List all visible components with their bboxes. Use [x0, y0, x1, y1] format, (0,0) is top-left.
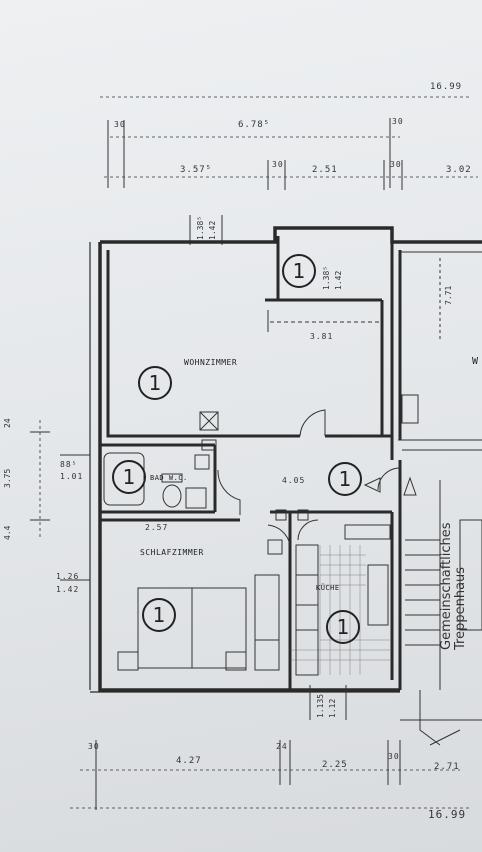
dim-kitchen-win-h: 1.12 [328, 698, 337, 718]
dim-left-bath-w: 88⁵ [60, 460, 78, 469]
dim-living-width: 3.81 [310, 332, 334, 341]
dim-left-bed-h: 1.42 [56, 585, 80, 594]
dim-window-h-2: 1.42 [334, 270, 343, 290]
marker-living: 1 [138, 366, 172, 400]
dim-room-right-h: 7.71 [444, 285, 453, 305]
dim-bottom-wall-3: 30 [388, 752, 400, 761]
room-label-bedroom: SCHLAFZIMMER [140, 548, 204, 557]
dim-top-seg-2: 2.51 [312, 165, 338, 175]
dim-bed-width: 2.57 [145, 523, 169, 532]
marker-store-room: 1 [282, 254, 316, 288]
dim-window-h-1: 1.42 [208, 220, 217, 240]
dim-top-wall-1: 30 [114, 120, 126, 129]
room-label-right-partial: W [472, 356, 479, 367]
room-label-kitchen: KÜCHE [316, 584, 340, 592]
dim-top-span: 6.78⁵ [238, 120, 271, 130]
marker-bedroom: 1 [142, 598, 176, 632]
room-label-bath: BAD W.C. [150, 474, 188, 482]
dim-bottom-wall-1: 30 [88, 742, 100, 751]
marker-hall: 1 [328, 462, 362, 496]
dim-left-bath-h: 1.01 [60, 472, 84, 481]
dim-top-wall-4: 30 [390, 160, 402, 169]
marker-kitchen: 1 [326, 610, 360, 644]
dim-left-3: 4.4 [3, 525, 12, 540]
stairwell-label: Gemeinschaftliches Treppenhaus [439, 522, 468, 650]
room-label-living: WOHNZIMMER [184, 358, 238, 367]
dim-bottom-seg-3: 2.71 [434, 762, 460, 772]
dim-left-2: 3.75 [3, 468, 12, 488]
dim-hall-width: 4.05 [282, 476, 306, 485]
dim-kitchen-win-w: 1.135 [316, 693, 325, 718]
marker-bath: 1 [112, 460, 146, 494]
dim-left-1: 24 [3, 418, 12, 428]
dim-total-top: 16.99 [430, 82, 463, 92]
dim-left-bed-w: 1.26 [56, 572, 80, 581]
dim-top-seg-3: 3.02 [446, 165, 472, 175]
dim-window-w-2: 1.38⁵ [322, 265, 331, 290]
dim-top-wall-2: 30 [392, 117, 404, 126]
dim-top-seg-1: 3.57⁵ [180, 165, 213, 175]
dim-top-wall-3: 30 [272, 160, 284, 169]
dim-window-w-1: 1.38⁵ [196, 215, 205, 240]
dim-total-bottom: 16.99 [428, 808, 467, 821]
dim-bottom-seg-2: 2.25 [322, 760, 348, 770]
dim-bottom-wall-2: 24 [276, 742, 288, 751]
dim-bottom-seg-1: 4.27 [176, 756, 202, 766]
